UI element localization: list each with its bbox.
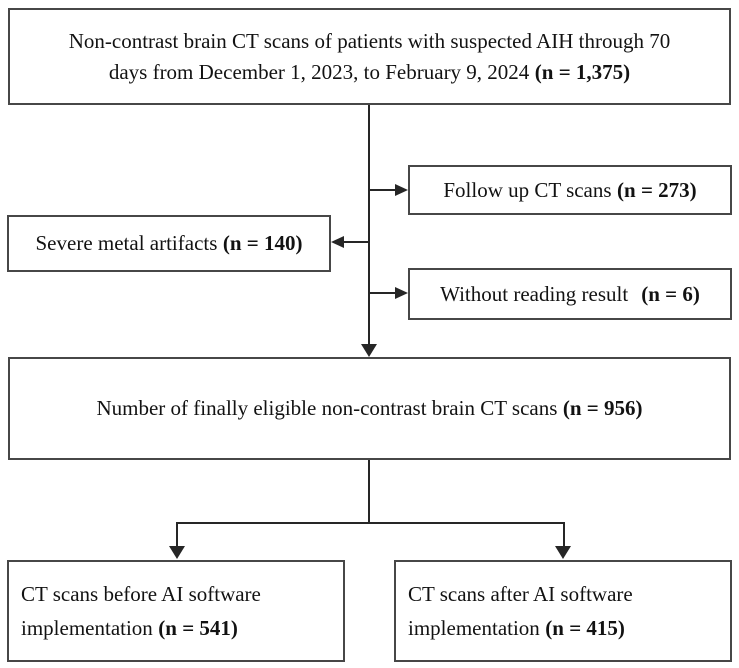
box-initial-scans-text: Non-contrast brain CT scans of patients …: [20, 26, 719, 88]
arrow-down-after-ai-icon: [555, 546, 571, 559]
box-follow-up-text-wrap: Follow up CT scans(n = 273): [420, 175, 720, 206]
connector-drop-left: [176, 522, 178, 546]
box-before-ai-line1: CT scans before AI software: [21, 582, 261, 606]
box-eligible-scans: Number of finally eligible non-contrast …: [8, 357, 731, 460]
box-initial-scans-line2: days from December 1, 2023, to February …: [108, 59, 530, 84]
box-after-ai: CT scans after AI software implementatio…: [394, 560, 732, 662]
box-without-reading-text-wrap: Without reading result (n = 6): [420, 279, 720, 310]
connector-bottom-stem: [368, 460, 370, 524]
box-severe-metal-count: (n = 140): [222, 231, 303, 255]
box-without-reading-text: Without reading result: [440, 281, 629, 306]
connector-drop-right: [563, 522, 565, 546]
box-after-ai-line2: implementation: [408, 616, 540, 640]
arrow-right-follow-up-icon: [395, 184, 408, 196]
connector-without-reading: [369, 292, 397, 294]
connector-main-stem: [368, 105, 370, 345]
box-without-reading-result: Without reading result (n = 6): [408, 268, 732, 320]
connector-split-horizontal: [176, 522, 565, 524]
connector-severe-metal: [343, 241, 369, 243]
box-without-reading-count: (n = 6): [641, 281, 700, 306]
box-before-ai-count: (n = 541): [158, 616, 238, 640]
box-initial-scans-line1: Non-contrast brain CT scans of patients …: [68, 28, 671, 53]
box-after-ai-text: CT scans after AI software implementatio…: [408, 577, 716, 645]
box-eligible-count: (n = 956): [562, 396, 643, 420]
box-severe-metal-artifacts: Severe metal artifacts(n = 140): [7, 215, 331, 272]
arrow-left-severe-metal-icon: [331, 236, 344, 248]
box-after-ai-count: (n = 415): [545, 616, 625, 640]
box-eligible-text: Number of finally eligible non-contrast …: [96, 396, 558, 420]
box-before-ai: CT scans before AI software implementati…: [7, 560, 345, 662]
arrow-down-eligible-icon: [361, 344, 377, 357]
box-severe-metal-text: Severe metal artifacts: [35, 231, 218, 255]
box-follow-up-count: (n = 273): [617, 177, 697, 202]
connector-follow-up: [369, 189, 397, 191]
box-severe-metal-text-wrap: Severe metal artifacts(n = 140): [19, 228, 319, 259]
box-before-ai-text: CT scans before AI software implementati…: [21, 577, 329, 645]
box-after-ai-line1: CT scans after AI software: [408, 582, 633, 606]
box-eligible-text-wrap: Number of finally eligible non-contrast …: [20, 393, 719, 424]
box-follow-up: Follow up CT scans(n = 273): [408, 165, 732, 215]
arrow-down-before-ai-icon: [169, 546, 185, 559]
box-follow-up-text: Follow up CT scans: [443, 177, 612, 202]
box-before-ai-line2: implementation: [21, 616, 153, 640]
box-initial-scans: Non-contrast brain CT scans of patients …: [8, 8, 731, 105]
arrow-right-without-reading-icon: [395, 287, 408, 299]
box-initial-scans-count: (n = 1,375): [534, 59, 631, 84]
